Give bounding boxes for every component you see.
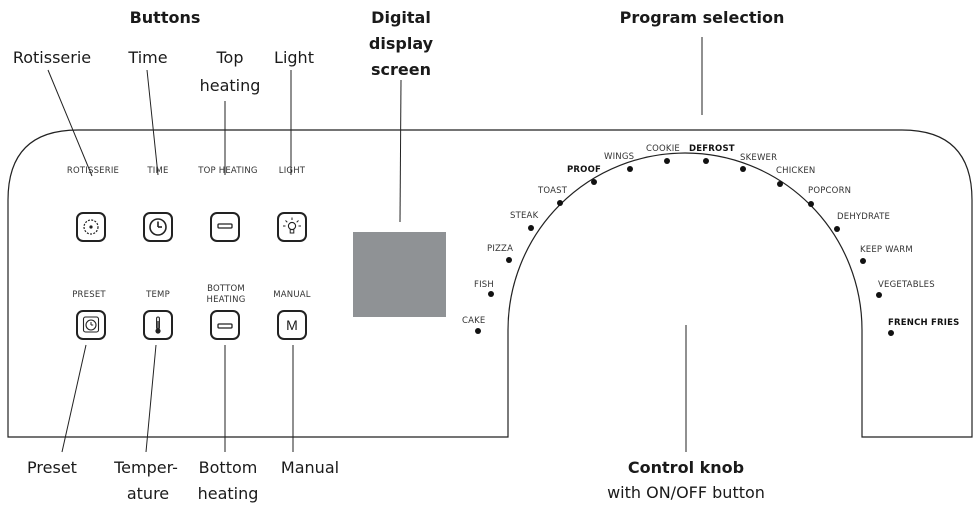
label-rotisserie: ROTISSERIE [66, 166, 120, 176]
program-steak: STEAK [510, 211, 539, 221]
bottom-heating-element-icon [217, 323, 233, 329]
callout-program-selection: Program selection [619, 8, 785, 27]
program-fish: FISH [474, 280, 494, 290]
program-cookie: COOKIE [646, 144, 680, 154]
digital-display-screen [353, 232, 446, 317]
manual-button[interactable]: M [277, 310, 307, 340]
program-wings-dot [627, 166, 633, 172]
callout-temperature-line1: Temper- [114, 458, 178, 477]
light-button[interactable] [277, 212, 307, 242]
program-cookie-dot [664, 158, 670, 164]
top-heating-button[interactable] [210, 212, 240, 242]
leader-lines [47, 37, 703, 453]
callout-display-line2: display [368, 34, 434, 53]
program-keep-warm: KEEP WARM [860, 245, 913, 255]
program-vegetables-dot [876, 292, 882, 298]
manual-glyph: M [286, 317, 298, 333]
temp-button[interactable] [143, 310, 173, 340]
label-top-heating: TOP HEATING [198, 166, 258, 176]
rotisserie-button[interactable] [76, 212, 106, 242]
program-french-fries: FRENCH FRIES [888, 318, 960, 328]
program-pizza: PIZZA [487, 244, 514, 254]
callout-top-heating-line2: heating [199, 76, 261, 95]
callout-rotisserie: Rotisserie [12, 48, 92, 67]
program-popcorn-dot [808, 201, 814, 207]
program-defrost-dot [703, 158, 709, 164]
label-bottom-heating-line2: HEATING [206, 295, 246, 305]
program-skewer: SKEWER [740, 153, 778, 163]
program-dehydrate-dot [834, 226, 840, 232]
preset-button[interactable] [76, 310, 106, 340]
callout-control-knob: Control knob [627, 458, 745, 477]
program-skewer-dot [740, 166, 746, 172]
light-bulb-icon [283, 217, 301, 234]
label-bottom-heating-line1: BOTTOM [207, 284, 245, 294]
callout-manual: Manual [280, 458, 340, 477]
program-proof-dot [591, 179, 597, 185]
program-pizza-dot [506, 257, 512, 263]
callout-control-knob-sub: with ON/OFF button [607, 483, 765, 502]
callout-display-line3: screen [371, 60, 431, 79]
program-french-fries-dot [888, 330, 894, 336]
callout-time: Time [128, 48, 168, 67]
callout-preset: Preset [27, 458, 77, 477]
label-preset: PRESET [72, 290, 106, 300]
time-button[interactable] [143, 212, 173, 242]
callout-display-line1: Digital [371, 8, 431, 27]
program-toast: TOAST [538, 186, 568, 196]
callout-top-heating-line1: Top [216, 48, 244, 67]
program-cake: CAKE [462, 316, 486, 326]
program-steak-dot [528, 225, 534, 231]
label-time: TIME [147, 166, 169, 176]
control-panel-outline [7, 129, 973, 438]
program-proof: PROOF [567, 165, 602, 175]
label-light: LIGHT [278, 166, 306, 176]
callout-bottom-heating-line2: heating [197, 484, 259, 503]
thermometer-icon [155, 316, 161, 334]
program-vegetables: VEGETABLES [878, 280, 935, 290]
program-keep-warm-dot [860, 258, 866, 264]
program-popcorn: POPCORN [808, 186, 852, 196]
clock-icon [149, 218, 167, 236]
callout-buttons: Buttons [129, 8, 201, 27]
label-manual: MANUAL [273, 290, 311, 300]
callout-temperature-line2: ature [126, 484, 170, 503]
bottom-heating-button[interactable] [210, 310, 240, 340]
program-chicken: CHICKEN [776, 166, 816, 176]
label-temp: TEMP [146, 290, 170, 300]
rotisserie-icon [83, 219, 99, 235]
top-heating-element-icon [217, 223, 233, 229]
control-knob[interactable] [508, 170, 862, 437]
program-dehydrate: DEHYDRATE [837, 212, 891, 222]
program-wings: WINGS [604, 152, 635, 162]
preset-alarm-clock-icon [82, 316, 100, 333]
callout-light: Light [274, 48, 314, 67]
program-fish-dot [488, 291, 494, 297]
program-cake-dot [475, 328, 481, 334]
program-chicken-dot [777, 181, 783, 187]
program-defrost: DEFROST [689, 144, 735, 154]
callout-bottom-heating-line1: Bottom [198, 458, 258, 477]
program-toast-dot [557, 200, 563, 206]
